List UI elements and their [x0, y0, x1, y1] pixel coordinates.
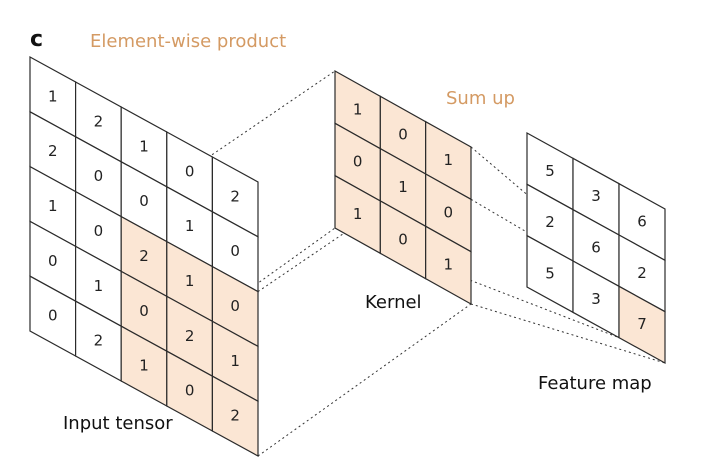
- feature-map-value: 3: [591, 290, 601, 308]
- kernel-value: 1: [444, 256, 454, 274]
- projection-line: [257, 303, 472, 457]
- input-tensor-label: Input tensor: [63, 413, 173, 434]
- feature-map-value: 6: [637, 213, 647, 231]
- kernel-value: 1: [353, 100, 363, 118]
- input-tensor-value: 1: [139, 137, 149, 155]
- projection-line: [120, 70, 336, 218]
- element-wise-product-label: Element-wise product: [90, 31, 286, 52]
- input-tensor-value: 0: [139, 192, 149, 210]
- kernel-value: 1: [444, 151, 454, 169]
- input-tensor-value: 2: [185, 327, 195, 345]
- input-tensor-value: 1: [230, 352, 240, 370]
- panel-letter: c: [30, 27, 43, 52]
- input-tensor-value: 2: [48, 142, 58, 160]
- input-tensor-value: 0: [48, 307, 58, 325]
- input-tensor-value: 2: [230, 407, 240, 425]
- input-tensor-value: 2: [94, 112, 104, 130]
- input-tensor-value: 1: [185, 217, 195, 235]
- input-tensor-value: 0: [185, 162, 195, 180]
- feature-map-value: 2: [637, 264, 647, 282]
- feature-map-value: 3: [591, 187, 601, 205]
- kernel-cell: [425, 225, 472, 306]
- input-tensor-value: 1: [139, 357, 149, 375]
- kernel-value: 1: [398, 178, 408, 196]
- kernel-value: 0: [353, 153, 363, 171]
- feature-map-value: 2: [545, 213, 555, 231]
- feature-map-value: 6: [591, 239, 601, 257]
- kernel-grid: 1 0 1 0 1 0 1 0 1: [334, 69, 472, 306]
- feature-map-value: 5: [545, 265, 555, 283]
- feature-map-grid: 5 3 6 2 6 2 5 3 7: [526, 131, 666, 365]
- input-tensor-value: 1: [185, 272, 195, 290]
- input-tensor-value: 0: [230, 297, 240, 315]
- input-tensor-value: 0: [94, 222, 104, 240]
- input-tensor-value: 0: [230, 242, 240, 260]
- input-tensor-grid: 1 2 1 0 2 2 0 0 1 0 1 0 2 1 0 0 1 0 2 1 0 2 1 0 2: [29, 55, 259, 457]
- kernel-value: 1: [353, 205, 363, 223]
- projection-line: [470, 303, 666, 364]
- kernel-value: 0: [398, 126, 408, 144]
- input-tensor-value: 0: [48, 252, 58, 270]
- feature-map-cell: [618, 285, 666, 365]
- input-tensor-value: 2: [94, 332, 104, 350]
- kernel-value: 0: [398, 230, 408, 248]
- kernel-value: 0: [444, 203, 454, 221]
- input-tensor-value: 1: [48, 87, 58, 105]
- input-tensor-value: 1: [48, 197, 58, 215]
- input-tensor-value: 1: [94, 277, 104, 295]
- input-tensor-cell: [211, 375, 259, 457]
- input-tensor-value: 2: [139, 247, 149, 265]
- input-tensor-value: 0: [94, 167, 104, 185]
- kernel-label: Kernel: [365, 292, 422, 313]
- input-tensor-value: 0: [185, 382, 195, 400]
- feature-map-value: 7: [637, 315, 647, 333]
- feature-map-label: Feature map: [538, 373, 652, 394]
- input-tensor-value: 0: [139, 302, 149, 320]
- feature-map-value: 5: [545, 162, 555, 180]
- input-tensor-value: 2: [230, 187, 240, 205]
- sum-up-label: Sum up: [446, 88, 515, 109]
